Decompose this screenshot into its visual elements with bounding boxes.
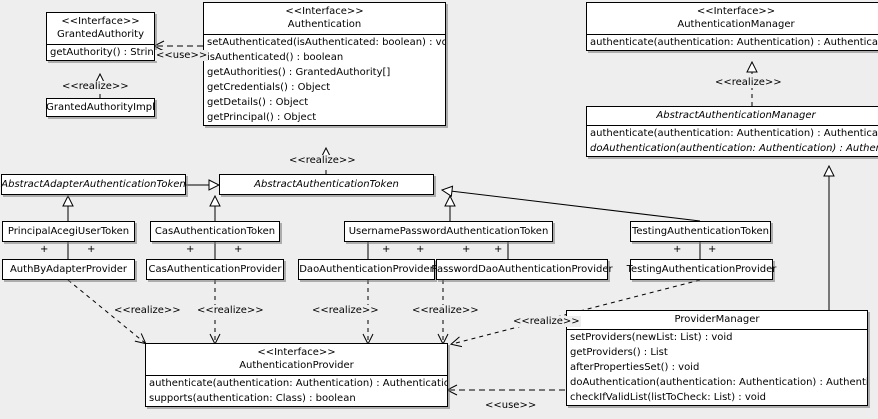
class-abstract-adapter-authentication-token[interactable]: AbstractAdapterAuthenticationToken xyxy=(1,174,186,195)
class-name: GrantedAuthorityImpl xyxy=(46,102,155,113)
class-password-dao-authentication-provider[interactable]: PasswordDaoAuthenticationProvider xyxy=(431,259,613,280)
edge-label-realize-abstract-authentication-manager: <<realize>> xyxy=(714,77,783,88)
association-plus: + xyxy=(186,244,195,255)
class-authentication[interactable]: <<Interface>> Authentication setAuthenti… xyxy=(203,2,446,126)
class-provider-manager[interactable]: ProviderManager setProviders(newList: Li… xyxy=(566,310,868,406)
member-method: getCredentials() : Object xyxy=(207,82,331,93)
association-plus: + xyxy=(382,244,391,255)
class-name: UsernamePasswordAuthenticationToken xyxy=(348,226,549,237)
class-name: PasswordDaoAuthenticationProvider xyxy=(431,264,613,275)
class-name: ProviderManager xyxy=(674,314,760,325)
class-name: DaoAuthenticationProvider xyxy=(299,264,434,275)
edge-label-use-provider-manager: <<use>> xyxy=(484,400,538,411)
class-authentication-provider[interactable]: <<Interface>> AuthenticationProvider aut… xyxy=(145,343,448,407)
class-name: CasAuthenticationProvider xyxy=(148,264,282,275)
class-header: ProviderManager xyxy=(567,311,867,329)
class-name: AbstractAuthenticationManager xyxy=(656,110,816,121)
member-method: getAuthorities() : GrantedAuthority[] xyxy=(207,67,391,78)
member-method: authenticate(authentication: Authenticat… xyxy=(149,378,447,389)
member-method: getDetails() : Object xyxy=(207,97,309,108)
class-testing-authentication-provider[interactable]: TestingAuthenticationProvider xyxy=(627,259,776,280)
member-method: doAuthentication(authentication: Authent… xyxy=(570,377,867,388)
class-name: TestingAuthenticationToken xyxy=(631,226,770,237)
class-testing-authentication-token[interactable]: TestingAuthenticationToken xyxy=(630,221,771,242)
member-method: authenticate(authentication: Authenticat… xyxy=(590,37,878,48)
stereotype-label: <<Interface>> xyxy=(285,6,364,17)
member-method: getPrincipal() : Object xyxy=(207,112,317,123)
member-method: setAuthenticated(isAuthenticated: boolea… xyxy=(207,37,445,48)
edge-label-realize-abstract-authentication-token: <<realize>> xyxy=(288,155,357,166)
edge-label-realize-testing-provider: <<realize>> xyxy=(512,316,581,327)
edge-label-realize-cas-provider: <<realize>> xyxy=(196,305,265,316)
class-abstract-authentication-manager[interactable]: AbstractAuthenticationManager authentica… xyxy=(586,106,878,157)
class-name: AbstractAuthenticationToken xyxy=(254,179,399,190)
association-plus: + xyxy=(234,244,243,255)
class-name: TestingAuthenticationProvider xyxy=(626,264,777,275)
class-members: getAuthority() : String xyxy=(47,44,154,60)
member-method: getAuthority() : String xyxy=(50,47,154,58)
class-name: AuthByAdapterProvider xyxy=(9,264,128,275)
association-plus: + xyxy=(494,244,503,255)
class-username-password-authentication-token[interactable]: UsernamePasswordAuthenticationToken xyxy=(344,221,553,242)
class-auth-by-adapter-provider[interactable]: AuthByAdapterProvider xyxy=(2,259,135,280)
class-dao-authentication-provider[interactable]: DaoAuthenticationProvider xyxy=(298,259,435,280)
edge-label-realize-granted-authority-impl: <<realize>> xyxy=(61,81,130,92)
class-header: <<Interface>> GrantedAuthority xyxy=(47,13,154,44)
class-granted-authority[interactable]: <<Interface>> GrantedAuthority getAuthor… xyxy=(46,12,155,61)
class-header: <<Interface>> AuthenticationProvider xyxy=(146,344,447,375)
class-header: <<Interface>> AuthenticationManager xyxy=(587,3,878,34)
class-members: authenticate(authentication: Authenticat… xyxy=(146,375,447,406)
class-name: CasAuthenticationToken xyxy=(154,226,276,237)
class-name: AuthenticationManager xyxy=(677,19,795,30)
stereotype-label: <<Interface>> xyxy=(61,16,140,27)
class-members: authenticate(authentication: Authenticat… xyxy=(587,125,878,156)
association-plus: + xyxy=(673,244,682,255)
class-name: AuthenticationProvider xyxy=(239,360,354,371)
member-method: authenticate(authentication: Authenticat… xyxy=(590,128,878,139)
edge-label-realize-password-dao-provider: <<realize>> xyxy=(411,305,480,316)
stereotype-label: <<Interface>> xyxy=(696,6,776,17)
class-abstract-authentication-token[interactable]: AbstractAuthenticationToken xyxy=(219,174,434,195)
class-name: PrincipalAcegiUserToken xyxy=(7,226,130,237)
member-method: checkIfValidList(listToCheck: List) : vo… xyxy=(570,392,767,403)
edge-label-realize-dao-provider: <<realize>> xyxy=(311,305,380,316)
edge-label-use-granted-authority: <<use>> xyxy=(155,50,209,61)
association-plus: + xyxy=(416,244,425,255)
class-header: <<Interface>> Authentication xyxy=(204,3,445,34)
class-members: setProviders(newList: List) : void getPr… xyxy=(567,329,867,405)
member-method: setProviders(newList: List) : void xyxy=(570,332,733,343)
class-name: GrantedAuthority xyxy=(56,29,145,40)
class-granted-authority-impl[interactable]: GrantedAuthorityImpl xyxy=(46,98,155,117)
class-authentication-manager[interactable]: <<Interface>> AuthenticationManager auth… xyxy=(586,2,878,51)
member-method: isAuthenticated() : boolean xyxy=(207,52,344,63)
association-plus: + xyxy=(708,244,717,255)
class-name: AbstractAdapterAuthenticationToken xyxy=(1,179,186,190)
class-members: authenticate(authentication: Authenticat… xyxy=(587,34,878,50)
association-plus: + xyxy=(40,244,49,255)
class-cas-authentication-provider[interactable]: CasAuthenticationProvider xyxy=(146,259,284,280)
class-principal-acegi-user-token[interactable]: PrincipalAcegiUserToken xyxy=(2,221,135,242)
stereotype-label: <<Interface>> xyxy=(257,347,336,358)
class-members: setAuthenticated(isAuthenticated: boolea… xyxy=(204,34,445,125)
class-cas-authentication-token[interactable]: CasAuthenticationToken xyxy=(150,221,280,242)
edge-label-realize-auth-by-adapter-provider: <<realize>> xyxy=(113,305,182,316)
association-plus: + xyxy=(87,244,96,255)
member-method: afterPropertiesSet() : void xyxy=(570,362,700,373)
association-plus: + xyxy=(462,244,471,255)
class-name: Authentication xyxy=(287,19,362,30)
member-method: doAuthentication(authentication: Authent… xyxy=(590,143,878,154)
member-method: getProviders() : List xyxy=(570,347,668,358)
member-method: supports(authentication: Class) : boolea… xyxy=(149,393,356,404)
class-header: AbstractAuthenticationManager xyxy=(587,107,878,125)
